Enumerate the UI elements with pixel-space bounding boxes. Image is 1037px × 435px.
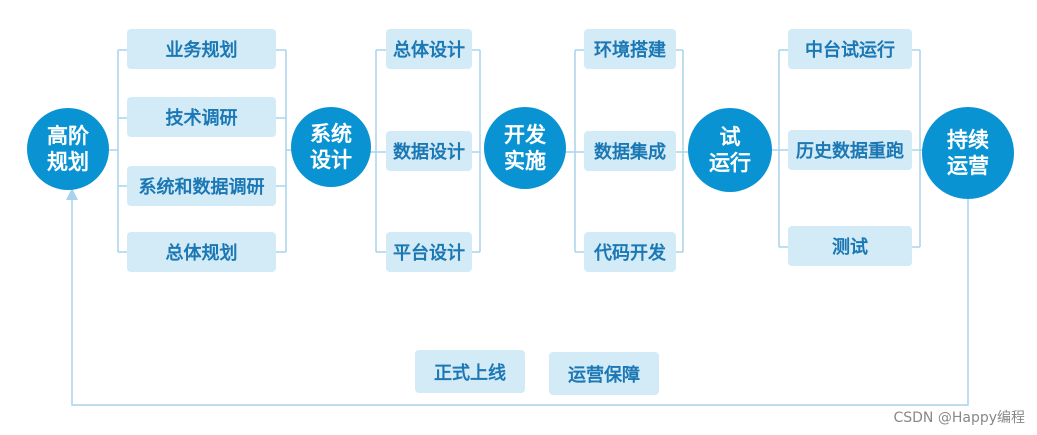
box-data-integration: 数据集成 bbox=[584, 131, 676, 171]
stage-system-design: 系统 设计 bbox=[291, 107, 371, 187]
box-system-data-research: 系统和数据调研 bbox=[127, 166, 276, 206]
box-overall-design: 总体设计 bbox=[386, 29, 472, 69]
box-business-planning: 业务规划 bbox=[127, 29, 276, 69]
arrowhead-icon bbox=[66, 188, 78, 200]
watermark: CSDN @Happy编程 bbox=[893, 410, 1025, 426]
stage-continuous-operation: 持续 运营 bbox=[922, 107, 1014, 199]
box-tech-research: 技术调研 bbox=[127, 97, 276, 137]
box-operation-support: 运营保障 bbox=[549, 352, 659, 395]
box-platform-design: 平台设计 bbox=[386, 232, 472, 272]
box-code-dev: 代码开发 bbox=[584, 232, 676, 272]
box-platform-trial: 中台试运行 bbox=[788, 29, 912, 69]
stage-development: 开发 实施 bbox=[484, 107, 566, 189]
box-go-live: 正式上线 bbox=[415, 350, 525, 393]
box-history-rerun: 历史数据重跑 bbox=[788, 130, 912, 170]
stage-high-level-planning: 高阶 规划 bbox=[27, 108, 109, 190]
stage-trial-run: 试 运行 bbox=[688, 108, 772, 192]
box-env-setup: 环境搭建 bbox=[584, 29, 676, 69]
box-testing: 测试 bbox=[788, 226, 912, 266]
box-overall-planning: 总体规划 bbox=[127, 232, 276, 272]
box-data-design: 数据设计 bbox=[386, 131, 472, 171]
